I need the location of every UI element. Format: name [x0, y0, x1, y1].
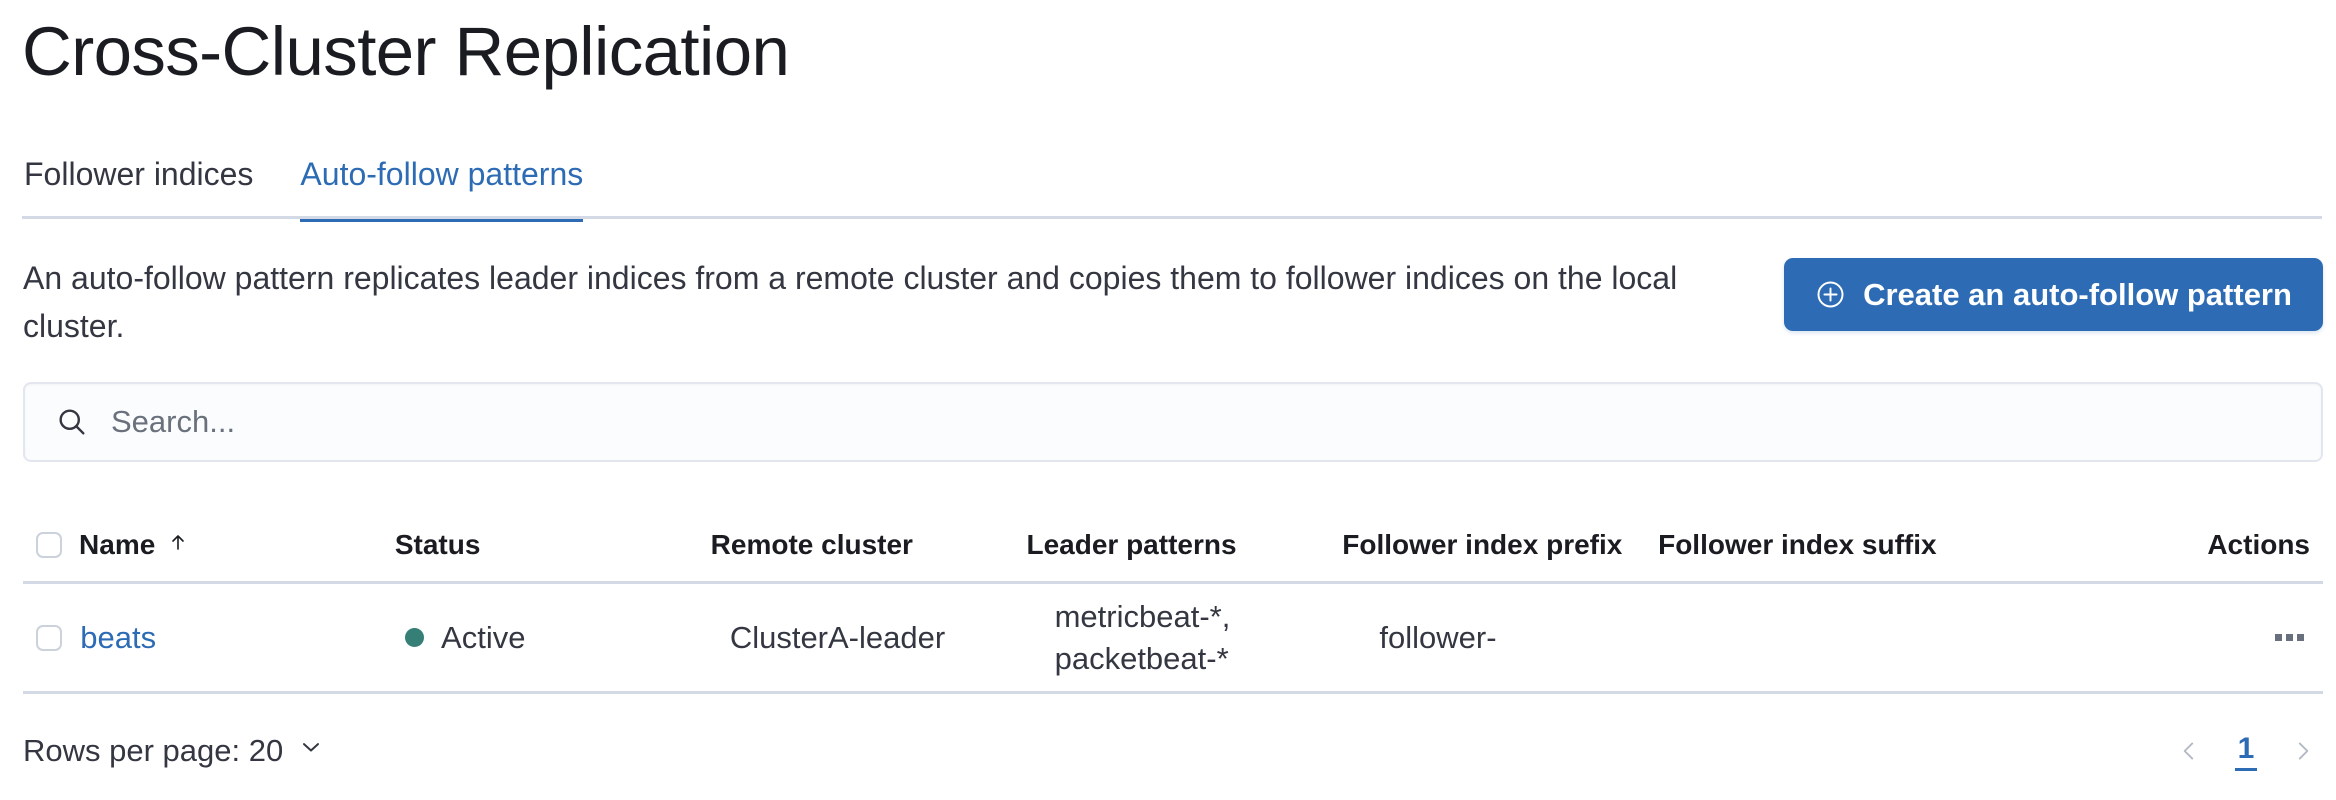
- page-description: An auto-follow pattern replicates leader…: [23, 260, 1678, 344]
- pagination: 1: [2169, 731, 2323, 771]
- chevron-down-icon: [297, 733, 325, 769]
- page-title: Cross-Cluster Replication: [22, 13, 790, 90]
- auto-follow-patterns-table: Name Status Remote cluster Leader patter…: [23, 508, 2323, 694]
- column-header-follower-index-suffix[interactable]: Follower index suffix: [1658, 508, 2207, 581]
- column-header-leader-patterns-label: Leader patterns: [1026, 528, 1237, 560]
- column-header-follower-index-prefix[interactable]: Follower index prefix: [1342, 508, 1658, 581]
- rows-per-page-label: Rows per page: 20: [23, 733, 284, 768]
- column-header-actions: Actions: [2207, 508, 2323, 581]
- table-footer: Rows per page: 20 1: [23, 716, 2323, 786]
- cell-leader-patterns: metricbeat-*, packetbeat-*: [1055, 584, 1380, 691]
- select-all-checkbox[interactable]: [36, 531, 62, 558]
- column-header-follower-index-prefix-label: Follower index prefix: [1342, 528, 1623, 560]
- follower-index-prefix-value: follower-: [1379, 619, 1497, 655]
- search-icon: [55, 405, 89, 439]
- plus-in-circle-icon: [1815, 279, 1846, 310]
- row-select-cell: [23, 584, 80, 691]
- pagination-page-1[interactable]: 1: [2235, 732, 2257, 771]
- tab-bar: Follower indices Auto-follow patterns: [24, 140, 584, 222]
- column-header-status[interactable]: Status: [395, 508, 711, 581]
- column-header-actions-label: Actions: [2207, 528, 2311, 560]
- column-header-leader-patterns[interactable]: Leader patterns: [1026, 508, 1342, 581]
- row-select-checkbox[interactable]: [36, 624, 62, 651]
- cell-remote-cluster: ClusterA-leader: [730, 584, 1055, 691]
- cell-status: Active: [405, 584, 730, 691]
- column-header-name-label: Name: [79, 528, 156, 560]
- table-header-row: Name Status Remote cluster Leader patter…: [23, 508, 2323, 584]
- chevron-right-icon[interactable]: [2283, 731, 2323, 771]
- arrow-up-icon: [166, 529, 190, 561]
- column-header-name[interactable]: Name: [79, 508, 395, 581]
- search-bar[interactable]: [23, 382, 2323, 462]
- rows-per-page-selector[interactable]: Rows per page: 20: [23, 733, 325, 769]
- cell-follower-index-prefix: follower-: [1379, 584, 1704, 691]
- remote-cluster-value: ClusterA-leader: [729, 619, 946, 655]
- cell-name: beats: [80, 584, 405, 691]
- status-label: Active: [441, 619, 526, 655]
- tab-follower-indices[interactable]: Follower indices: [24, 156, 254, 192]
- cell-follower-index-suffix: [1704, 584, 2269, 691]
- column-header-remote-cluster-label: Remote cluster: [710, 528, 913, 560]
- table-row: beats Active ClusterA-leader metricbeat-…: [23, 584, 2323, 694]
- chevron-left-icon[interactable]: [2169, 731, 2209, 771]
- status-dot-icon: [405, 628, 425, 647]
- tab-auto-follow-patterns[interactable]: Auto-follow patterns: [300, 158, 584, 222]
- column-header-status-label: Status: [394, 528, 481, 560]
- auto-follow-pattern-link[interactable]: beats: [80, 619, 157, 655]
- cell-actions: [2269, 584, 2323, 691]
- column-header-remote-cluster[interactable]: Remote cluster: [711, 508, 1027, 581]
- leader-patterns-value: metricbeat-*, packetbeat-*: [1054, 598, 1231, 676]
- create-button-label: Create an auto-follow pattern: [1863, 276, 2292, 312]
- search-input[interactable]: [111, 384, 2321, 460]
- ellipsis-horizontal-icon[interactable]: [2269, 626, 2310, 649]
- column-header-follower-index-suffix-label: Follower index suffix: [1658, 528, 1937, 560]
- tab-bar-divider: [22, 216, 2322, 219]
- select-all-cell: [23, 508, 79, 581]
- create-auto-follow-pattern-button[interactable]: Create an auto-follow pattern: [1784, 258, 2323, 331]
